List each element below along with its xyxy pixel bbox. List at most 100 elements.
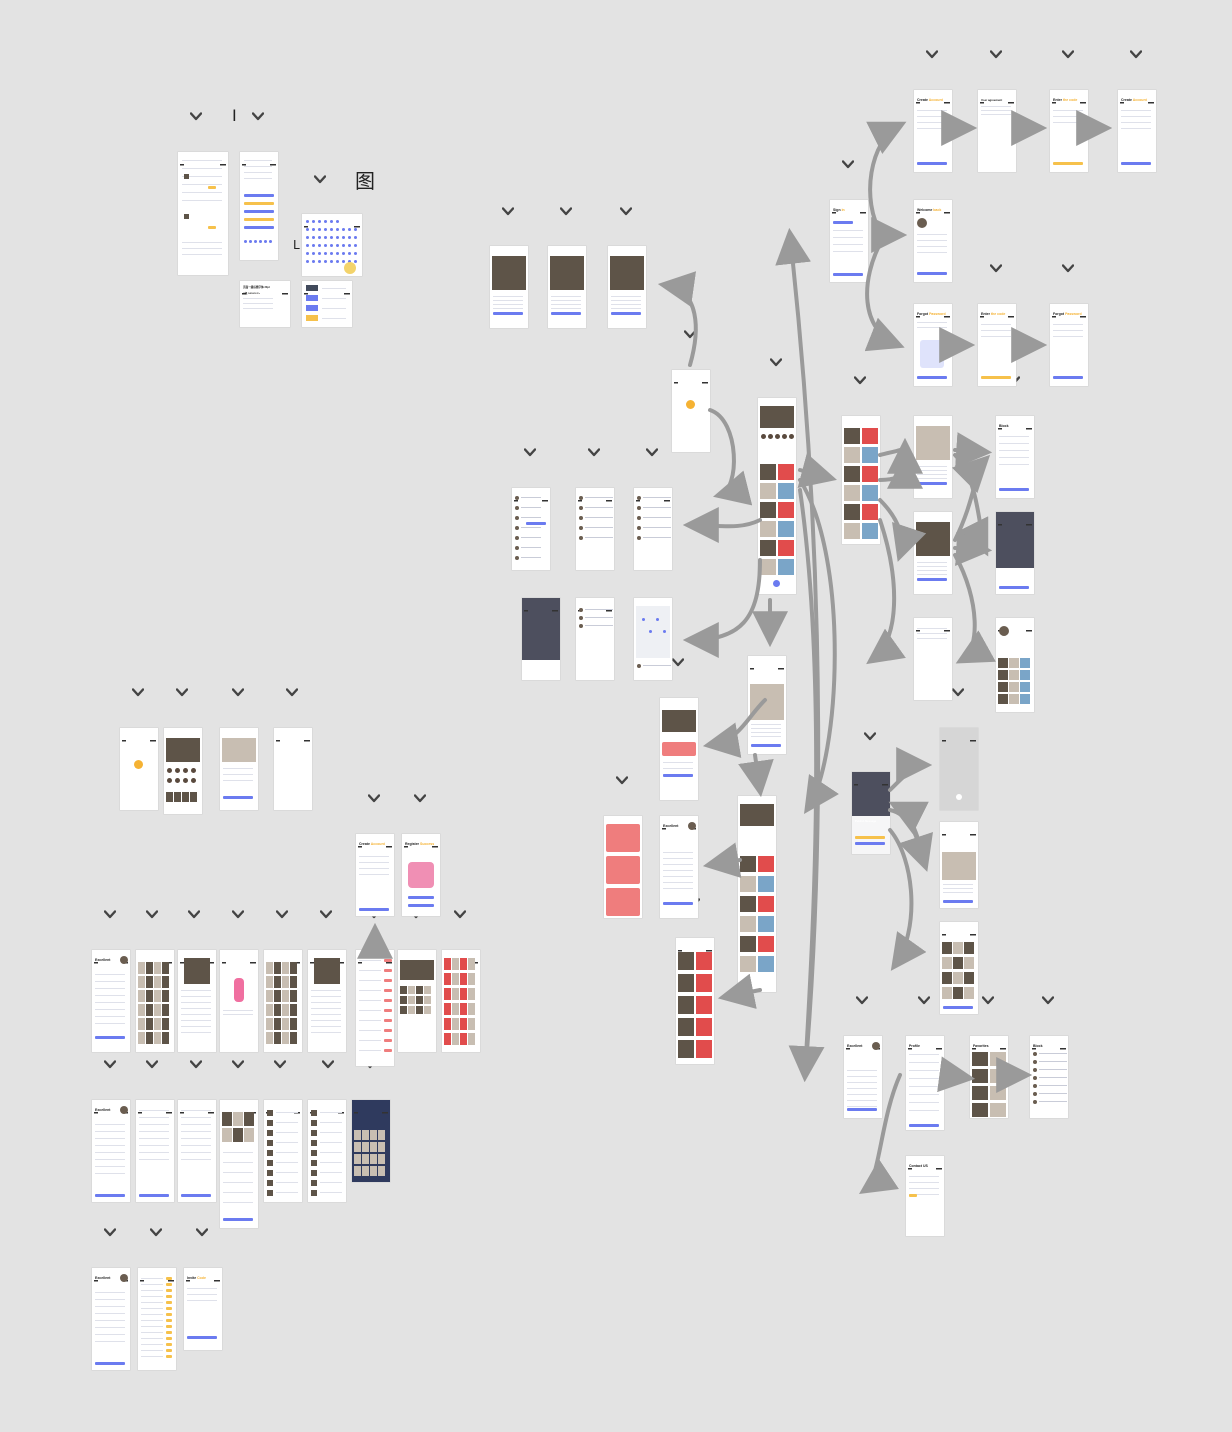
primary-button[interactable] [139, 1194, 169, 1197]
primary-button[interactable] [855, 842, 885, 845]
primary-button[interactable] [917, 578, 947, 581]
chevron-down-icon[interactable] [672, 658, 684, 667]
chevron-down-icon[interactable] [190, 1060, 202, 1069]
list-item[interactable] [643, 497, 671, 498]
admin-screen-a8[interactable] [398, 950, 436, 1052]
chevron-down-icon[interactable] [274, 1060, 286, 1069]
primary-button[interactable] [751, 744, 781, 747]
primary-button[interactable] [943, 1006, 973, 1009]
primary-button[interactable] [1121, 162, 1151, 165]
task-tag[interactable] [384, 959, 392, 962]
category-icon[interactable] [768, 434, 773, 439]
primary-button[interactable] [833, 221, 853, 224]
admin-screen-a6[interactable] [308, 950, 346, 1052]
yellow-button[interactable] [244, 218, 274, 221]
chevron-down-icon[interactable] [864, 732, 876, 741]
action-sheet-screen[interactable] [522, 598, 560, 680]
primary-button[interactable] [359, 908, 389, 911]
task-tag[interactable] [384, 969, 392, 972]
admin-screen-b6[interactable] [308, 1100, 346, 1202]
chevron-down-icon[interactable] [684, 330, 696, 339]
post-preview-screen[interactable] [940, 822, 978, 908]
post-detail-b[interactable] [914, 512, 952, 594]
chevron-down-icon[interactable] [286, 688, 298, 697]
primary-button[interactable] [223, 1218, 253, 1221]
list-item[interactable] [585, 497, 613, 498]
post-detail-screen-1[interactable] [490, 246, 528, 328]
category-icon[interactable] [191, 778, 196, 783]
chevron-down-icon[interactable] [276, 910, 288, 919]
category-icon[interactable] [183, 768, 188, 773]
admin-screen-b3[interactable] [178, 1100, 216, 1202]
chevron-down-icon[interactable] [196, 1228, 208, 1237]
chat-screen[interactable] [512, 488, 550, 570]
category-icon[interactable] [167, 768, 172, 773]
chevron-down-icon[interactable] [414, 794, 426, 803]
admin-screen-b4[interactable] [220, 1100, 258, 1228]
list-item[interactable] [521, 527, 541, 528]
component-sheet-2[interactable] [240, 152, 278, 260]
list-item[interactable] [521, 537, 541, 538]
category-icon[interactable] [191, 768, 196, 773]
coupon-card[interactable] [606, 856, 640, 884]
list-item[interactable] [521, 557, 541, 558]
chevron-down-icon[interactable] [1062, 50, 1074, 59]
list-item[interactable] [1039, 1053, 1067, 1054]
chevron-down-icon[interactable] [320, 910, 332, 919]
post-detail-d[interactable] [220, 728, 258, 810]
primary-button[interactable] [663, 902, 693, 905]
task-tag[interactable] [384, 1029, 392, 1032]
primary-button[interactable] [526, 522, 546, 525]
message-list-2[interactable] [634, 488, 672, 570]
chevron-down-icon[interactable] [368, 794, 380, 803]
primary-button[interactable] [943, 900, 973, 903]
block-screen-1[interactable]: Block [996, 416, 1034, 498]
primary-button[interactable] [244, 210, 274, 213]
task-tag[interactable] [384, 999, 392, 1002]
explore-screen[interactable] [164, 728, 202, 814]
primary-button[interactable] [999, 586, 1029, 589]
list-item[interactable] [521, 497, 541, 498]
yellow-button[interactable] [208, 186, 216, 189]
category-icon[interactable] [789, 434, 794, 439]
chevron-down-icon[interactable] [176, 688, 188, 697]
camera-screen[interactable] [940, 728, 978, 810]
splash-screen-2[interactable] [120, 728, 158, 810]
ranking-screen[interactable] [138, 1268, 176, 1370]
admin-screen-a9[interactable] [442, 950, 480, 1052]
home-feed-screen-2[interactable] [738, 796, 776, 992]
admin-screen-b5[interactable] [264, 1100, 302, 1202]
enter-code-screen-1[interactable]: Enter the code [1050, 90, 1088, 172]
chevron-down-icon[interactable] [322, 1060, 334, 1069]
publish-icon[interactable] [773, 580, 780, 587]
admin-screen-b1[interactable]: Excellent [92, 1100, 130, 1202]
chevron-down-icon[interactable] [918, 996, 930, 1005]
list-item[interactable] [643, 517, 671, 518]
category-icon[interactable] [183, 778, 188, 783]
album-screen[interactable] [940, 922, 978, 1014]
excellent-screen-5[interactable]: Excellent [92, 1268, 130, 1370]
chevron-down-icon[interactable] [146, 1060, 158, 1069]
primary-button[interactable] [408, 896, 434, 899]
list-item[interactable] [585, 617, 613, 618]
splash-screen[interactable] [672, 370, 710, 452]
chevron-down-icon[interactable] [982, 996, 994, 1005]
primary-button[interactable] [95, 1036, 125, 1039]
post-detail-screen-2[interactable] [548, 246, 586, 328]
message-list-1[interactable] [576, 488, 614, 570]
category-icon[interactable] [761, 434, 766, 439]
post-detail-screen-3[interactable] [608, 246, 646, 328]
chevron-down-icon[interactable] [854, 376, 866, 385]
chevron-down-icon[interactable] [620, 207, 632, 216]
list-item[interactable] [1039, 1077, 1067, 1078]
task-tag[interactable] [384, 1049, 392, 1052]
publish-message-screen[interactable]: Publish Message [852, 772, 890, 854]
menu-screen[interactable]: Excellent [660, 816, 698, 918]
tags-screen[interactable] [914, 618, 952, 700]
list-item[interactable] [585, 507, 613, 508]
admin-screen-b7[interactable] [352, 1100, 390, 1182]
yellow-button[interactable] [855, 836, 885, 839]
component-sheet-1[interactable] [178, 152, 228, 275]
admin-screen-b2[interactable] [136, 1100, 174, 1202]
chevron-down-icon[interactable] [856, 996, 868, 1005]
